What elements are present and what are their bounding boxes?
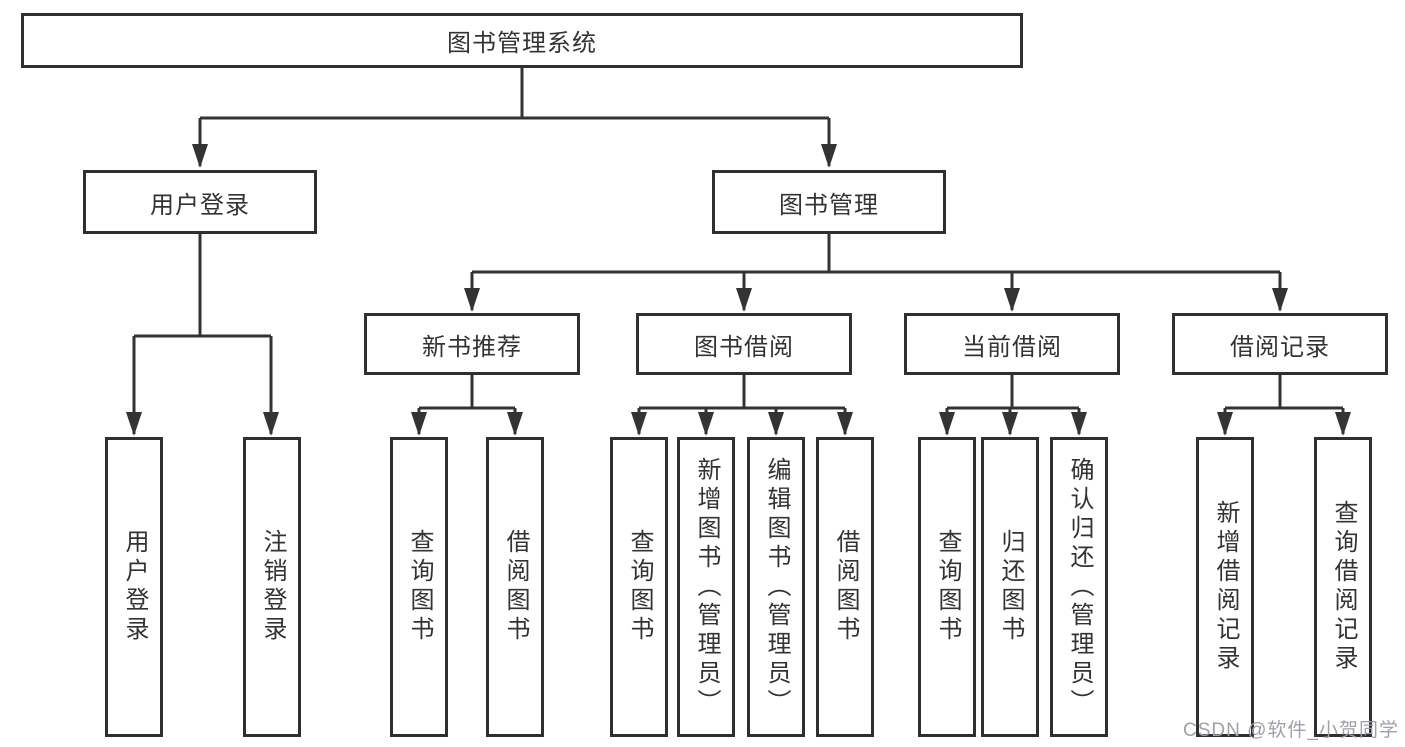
node-root: 图书管理系统 <box>21 13 1023 68</box>
node-new-book-recommend-label: 新书推荐 <box>422 333 522 361</box>
node-current-borrow-label: 当前借阅 <box>962 333 1062 361</box>
leaf-records-add-record-label: 新增借阅记录 <box>1212 500 1239 674</box>
node-current-borrow: 当前借阅 <box>904 313 1120 375</box>
node-borrow-records-label: 借阅记录 <box>1230 333 1330 361</box>
leaf-current-confirm-return-admin-label: 确认归还（管理员） <box>1066 456 1093 718</box>
leaf-current-query-book-label: 查询图书 <box>934 529 961 645</box>
node-new-book-recommend: 新书推荐 <box>364 313 580 375</box>
node-book-borrow-label: 图书借阅 <box>694 333 794 361</box>
leaf-user-login: 用户登录 <box>105 437 163 737</box>
leaf-borrow-query-book: 查询图书 <box>610 437 668 737</box>
leaf-borrow-add-book-admin-label: 新增图书（管理员） <box>693 456 720 718</box>
leaf-records-query-record-label: 查询借阅记录 <box>1330 500 1357 674</box>
leaf-current-confirm-return-admin: 确认归还（管理员） <box>1050 437 1108 737</box>
watermark: CSDN @软件_小贺同学 <box>1183 720 1399 741</box>
node-book-management: 图书管理 <box>712 170 946 234</box>
node-user-login: 用户登录 <box>83 170 317 234</box>
leaf-user-login-label: 用户登录 <box>121 529 148 645</box>
leaf-recommend-borrow-book-label: 借阅图书 <box>502 529 529 645</box>
leaf-current-return-book-label: 归还图书 <box>997 529 1024 645</box>
node-borrow-records: 借阅记录 <box>1172 313 1388 375</box>
node-book-management-label: 图书管理 <box>779 191 879 219</box>
node-root-label: 图书管理系统 <box>447 30 597 57</box>
leaf-borrow-borrow-book: 借阅图书 <box>816 437 874 737</box>
leaf-borrow-edit-book-admin: 编辑图书（管理员） <box>747 437 805 737</box>
leaf-borrow-borrow-book-label: 借阅图书 <box>832 529 859 645</box>
leaf-recommend-query-book-label: 查询图书 <box>406 529 433 645</box>
leaf-borrow-query-book-label: 查询图书 <box>626 529 653 645</box>
leaf-borrow-add-book-admin: 新增图书（管理员） <box>677 437 735 737</box>
leaf-logout-login: 注销登录 <box>243 437 301 737</box>
leaf-records-add-record: 新增借阅记录 <box>1196 437 1254 737</box>
leaf-borrow-edit-book-admin-label: 编辑图书（管理员） <box>763 456 790 718</box>
node-user-login-label: 用户登录 <box>150 191 250 219</box>
leaf-current-return-book: 归还图书 <box>981 437 1039 737</box>
leaf-logout-login-label: 注销登录 <box>259 529 286 645</box>
leaf-recommend-query-book: 查询图书 <box>390 437 448 737</box>
leaf-records-query-record: 查询借阅记录 <box>1314 437 1372 737</box>
leaf-recommend-borrow-book: 借阅图书 <box>486 437 544 737</box>
node-book-borrow: 图书借阅 <box>636 313 852 375</box>
leaf-current-query-book: 查询图书 <box>918 437 976 737</box>
